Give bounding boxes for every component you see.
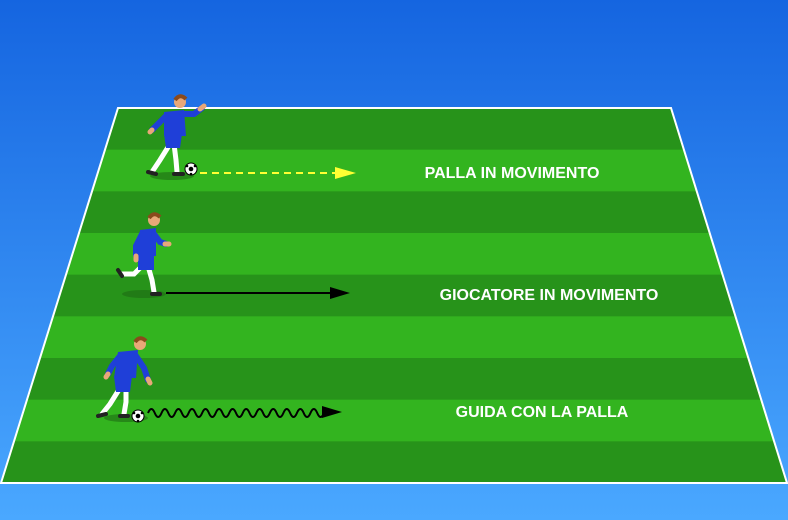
grass-stripe [1, 274, 787, 317]
player-figure [146, 94, 207, 180]
grass-stripe [1, 441, 787, 483]
wavy-arrow-icon [147, 406, 342, 418]
player-figure [116, 212, 172, 298]
solid-arrow-icon [166, 287, 350, 299]
ball-icon [131, 409, 145, 423]
legend-label-pass: PALLA IN MOVIMENTO [425, 165, 600, 182]
legend-row-pass: PALLA IN MOVIMENTO [146, 94, 600, 182]
grass-stripe [1, 149, 787, 192]
grass-stripe [1, 233, 787, 276]
ball-icon [184, 162, 198, 176]
pitch [0, 107, 788, 484]
dashed-arrow-icon [200, 167, 356, 179]
pitch-boundary [0, 107, 788, 484]
grass-stripe [1, 191, 787, 234]
legend-label-run: GIOCATORE IN MOVIMENTO [440, 287, 659, 304]
grass-stripe [1, 108, 787, 151]
legend-row-dribble: GUIDA CON LA PALLA [96, 336, 629, 423]
legend-row-run: GIOCATORE IN MOVIMENTO [116, 212, 659, 304]
legend-label-dribble: GUIDA CON LA PALLA [456, 404, 629, 421]
